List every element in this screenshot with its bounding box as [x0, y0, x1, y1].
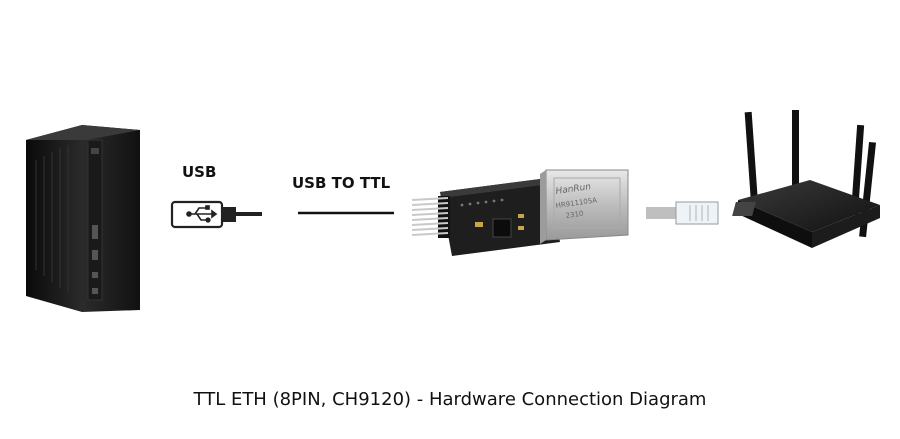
jack-brand: HanRun [555, 182, 592, 197]
diagram-caption: TTL ETH (8PIN, CH9120) - Hardware Connec… [193, 389, 707, 410]
usb-label: USB [182, 163, 217, 181]
usb-to-ttl-label: USB TO TTL [292, 174, 391, 192]
rj45-cable [646, 201, 719, 225]
router-icon [732, 110, 880, 248]
usb-symbol-icon [186, 205, 218, 223]
rj45-jack: HanRun HR911105A 2310 [540, 169, 629, 244]
jack-date: 2310 [565, 210, 584, 220]
pin-header [411, 196, 450, 238]
usb-cable [170, 200, 262, 229]
chip [492, 218, 512, 238]
computer-icon [26, 125, 140, 312]
ttl-eth-module: HanRun HR911105A 2310 [411, 169, 629, 256]
